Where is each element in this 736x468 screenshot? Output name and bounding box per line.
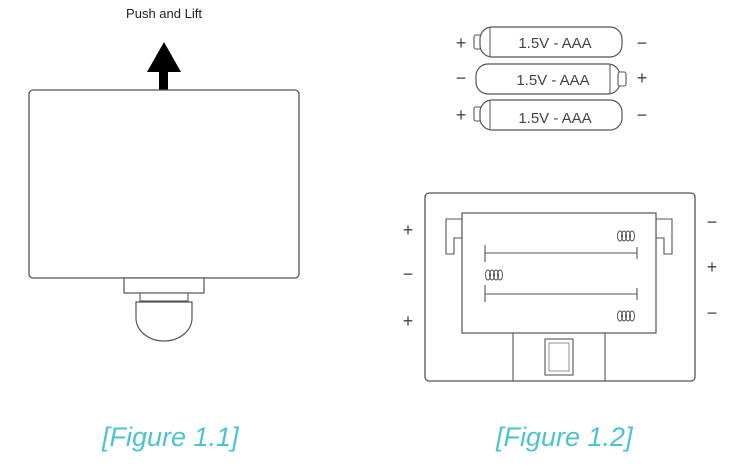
battery-2: − 1.5V - AAA + xyxy=(456,63,648,95)
battery-3-right-sign: − xyxy=(637,105,648,125)
compartment-right-sign-2: + xyxy=(707,257,718,277)
battery-2-right-sign: + xyxy=(637,68,648,88)
battery-1-right-sign: − xyxy=(637,33,648,53)
battery-compartment xyxy=(424,192,696,382)
battery-cover xyxy=(28,89,300,279)
battery-1-label: 1.5V - AAA xyxy=(518,35,591,52)
battery-2-label: 1.5V - AAA xyxy=(516,72,589,89)
spring-3-icon xyxy=(617,310,635,322)
spring-2-icon xyxy=(485,269,503,281)
arrow-head-icon xyxy=(147,42,181,72)
figure-1-1-caption: [Figure 1.1] xyxy=(102,422,239,452)
figure-1-2-caption: [Figure 1.2] xyxy=(496,422,633,452)
cover-tab xyxy=(123,277,205,294)
compartment-right-sign-1: − xyxy=(707,212,718,232)
figure-1-2: + 1.5V - AAA − − 1.5V - AAA + + 1.5V - A… xyxy=(403,26,718,382)
push-and-lift-label: Push and Lift xyxy=(126,6,202,21)
battery-2-left-sign: − xyxy=(456,68,467,88)
spring-1-icon xyxy=(617,230,635,242)
compartment-left-sign-3: + xyxy=(403,311,414,331)
compartment-left-sign-2: − xyxy=(403,264,414,284)
sensor-dome xyxy=(135,301,193,342)
figure-1-1: Push and Lift xyxy=(28,6,300,342)
battery-3-left-sign: + xyxy=(456,105,467,125)
battery-3: + 1.5V - AAA − xyxy=(456,99,648,131)
compartment-left-sign-1: + xyxy=(403,220,414,240)
battery-1: + 1.5V - AAA − xyxy=(456,26,648,58)
cover-tab-inner xyxy=(139,292,189,302)
compartment-slot xyxy=(544,338,574,376)
compartment-right-sign-3: − xyxy=(707,303,718,323)
battery-rails xyxy=(484,245,638,302)
battery-1-left-sign: + xyxy=(456,33,467,53)
battery-3-label: 1.5V - AAA xyxy=(518,110,591,127)
